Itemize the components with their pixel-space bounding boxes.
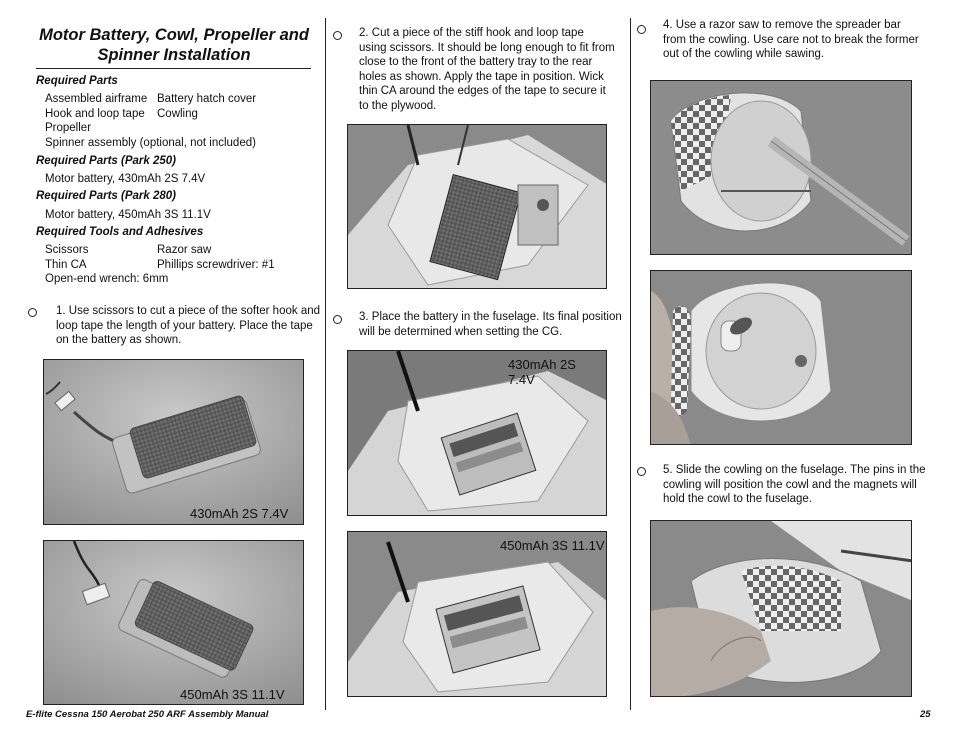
step-line: hold the cowl to the fuselage. — [663, 493, 812, 505]
part-item: Spinner assembly (optional, not included… — [45, 136, 256, 149]
step-line: 1. Use scissors to cut a piece of the so… — [56, 305, 321, 317]
section-title-line2: Spinner Installation — [97, 46, 251, 64]
park250-item: Motor battery, 430mAh 2S 7.4V — [45, 173, 206, 185]
section-title: Motor Battery, Cowl, Propeller and Spinn… — [36, 25, 312, 65]
park250-heading: Required Parts (Park 250) — [36, 155, 176, 167]
step4-checkbox[interactable] — [637, 25, 646, 34]
battery-450-caption: 450mAh 3S 11.1V — [180, 687, 285, 702]
park280-heading: Required Parts (Park 280) — [36, 190, 176, 202]
step-line: close to the front of the battery tray t… — [359, 56, 593, 68]
step5-text: 5. Slide the cowling on the fuselage. Th… — [663, 463, 926, 507]
fuselage-battery-450-photo: 450mAh 3S 11.1V — [347, 531, 607, 697]
step3-text: 3. Place the battery in the fuselage. It… — [359, 310, 622, 339]
tools-heading: Required Tools and Adhesives — [36, 226, 204, 238]
step5-checkbox[interactable] — [637, 467, 646, 476]
cowling-saw-photo — [650, 80, 912, 255]
part-item: Propeller — [45, 122, 92, 134]
step-line: thin CA around the edges of the tape to … — [359, 85, 606, 97]
part-item: Hook and loop tape — [45, 107, 145, 120]
required-parts-col2: Battery hatch cover Cowling — [157, 92, 256, 121]
tools-col1: Scissors Thin CA Open-end wrench: 6mm — [45, 243, 168, 287]
fuselage-battery-430-photo: 430mAh 2S 7.4V — [347, 350, 607, 516]
step3-checkbox[interactable] — [333, 315, 342, 324]
step-line: from the cowling. Use care not to break … — [663, 33, 919, 46]
tool-item: Scissors — [45, 244, 89, 256]
step-line: 3. Place the battery in the fuselage. It… — [359, 311, 622, 323]
part-item: Assembled airframe — [45, 93, 148, 105]
step-line: 4. Use a razor saw to remove the spreade… — [663, 19, 901, 31]
step2-checkbox[interactable] — [333, 31, 342, 40]
battery-430-photo: 430mAh 2S 7.4V — [43, 359, 304, 525]
step-line: 2. Cut a piece of the stiff hook and loo… — [359, 27, 584, 39]
section-title-line1: Motor Battery, Cowl, Propeller and — [39, 26, 309, 44]
part-item: Cowling — [157, 107, 198, 120]
page-number: 25 — [920, 709, 931, 720]
step-line: using scissors. It should be long enough… — [359, 41, 615, 54]
title-underline — [36, 68, 311, 69]
step-line: on the battery as shown. — [56, 334, 182, 346]
step1-text: 1. Use scissors to cut a piece of the so… — [56, 304, 320, 348]
park280-item: Motor battery, 450mAh 3S 11.1V — [45, 209, 211, 221]
step-line: to the plywood. — [359, 99, 437, 112]
step-line: out of the cowling while sawing. — [663, 48, 825, 60]
battery-430-caption: 430mAh 2S 7.4V — [190, 506, 289, 521]
step-line: 5. Slide the cowling on the fuselage. Th… — [663, 464, 926, 476]
footer-manual-title: E-flite Cessna 150 Aerobat 250 ARF Assem… — [26, 709, 269, 720]
step2-text: 2. Cut a piece of the stiff hook and loo… — [359, 26, 615, 113]
tool-item: Razor saw — [157, 244, 212, 256]
tool-item: Phillips screwdriver: #1 — [157, 258, 275, 271]
column-divider — [325, 18, 326, 710]
step-line: cowling will position the cowl and the m… — [663, 478, 917, 491]
step-line: will be determined when setting the CG. — [359, 325, 563, 338]
required-parts-col1: Assembled airframe Hook and loop tape Pr… — [45, 92, 256, 150]
fuselage-430-caption: 430mAh 2S 7.4V — [508, 357, 576, 387]
column-divider — [630, 18, 631, 710]
battery-450-photo: 450mAh 3S 11.1V — [43, 540, 304, 705]
tool-item: Open-end wrench: 6mm — [45, 273, 169, 285]
step1-checkbox[interactable] — [28, 308, 37, 317]
tools-col2: Razor saw Phillips screwdriver: #1 — [157, 243, 275, 272]
step4-text: 4. Use a razor saw to remove the spreade… — [663, 18, 919, 62]
required-parts-heading: Required Parts — [36, 75, 118, 87]
step-line: holes as shown. Apply the tape in positi… — [359, 70, 604, 83]
fuselage-tape-photo — [347, 124, 607, 289]
tool-item: Thin CA — [45, 258, 87, 271]
fuselage-450-caption: 450mAh 3S 11.1V — [500, 538, 605, 553]
cowl-fuselage-photo — [650, 520, 912, 697]
cowling-hand-photo — [650, 270, 912, 445]
step-line: loop tape the length of your battery. Pl… — [56, 319, 313, 332]
part-item: Battery hatch cover — [157, 93, 257, 105]
